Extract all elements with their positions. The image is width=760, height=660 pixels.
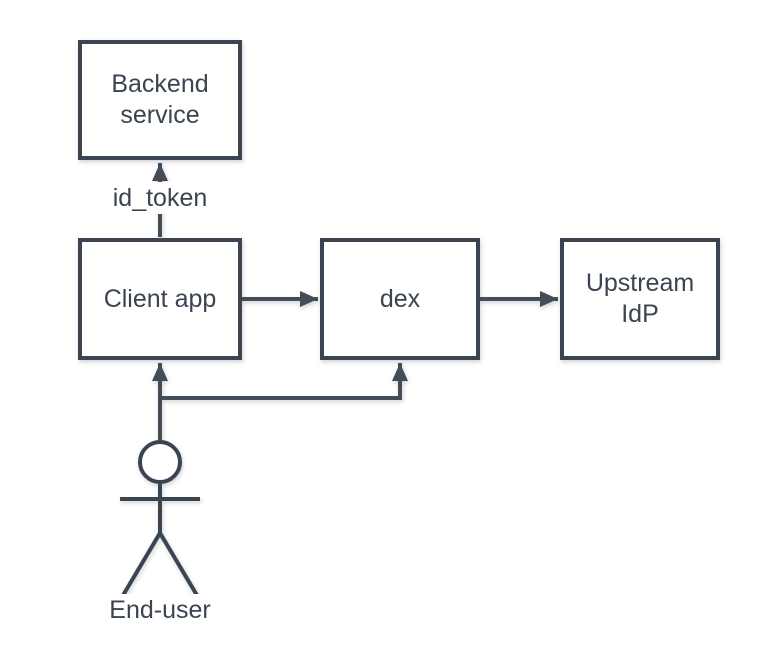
actor-head	[138, 440, 182, 484]
edge-user-to-dex	[160, 363, 408, 400]
actor-right-leg	[158, 531, 200, 599]
actor-left-leg	[120, 531, 162, 599]
backend-service-box	[78, 40, 242, 160]
end-user-actor	[120, 440, 200, 599]
id-token-edge-label: id_token	[105, 182, 215, 214]
dex-box	[320, 238, 480, 360]
end-user-label: End-user	[102, 594, 218, 626]
upstream-idp-box	[560, 238, 720, 360]
client-app-box	[78, 238, 242, 360]
